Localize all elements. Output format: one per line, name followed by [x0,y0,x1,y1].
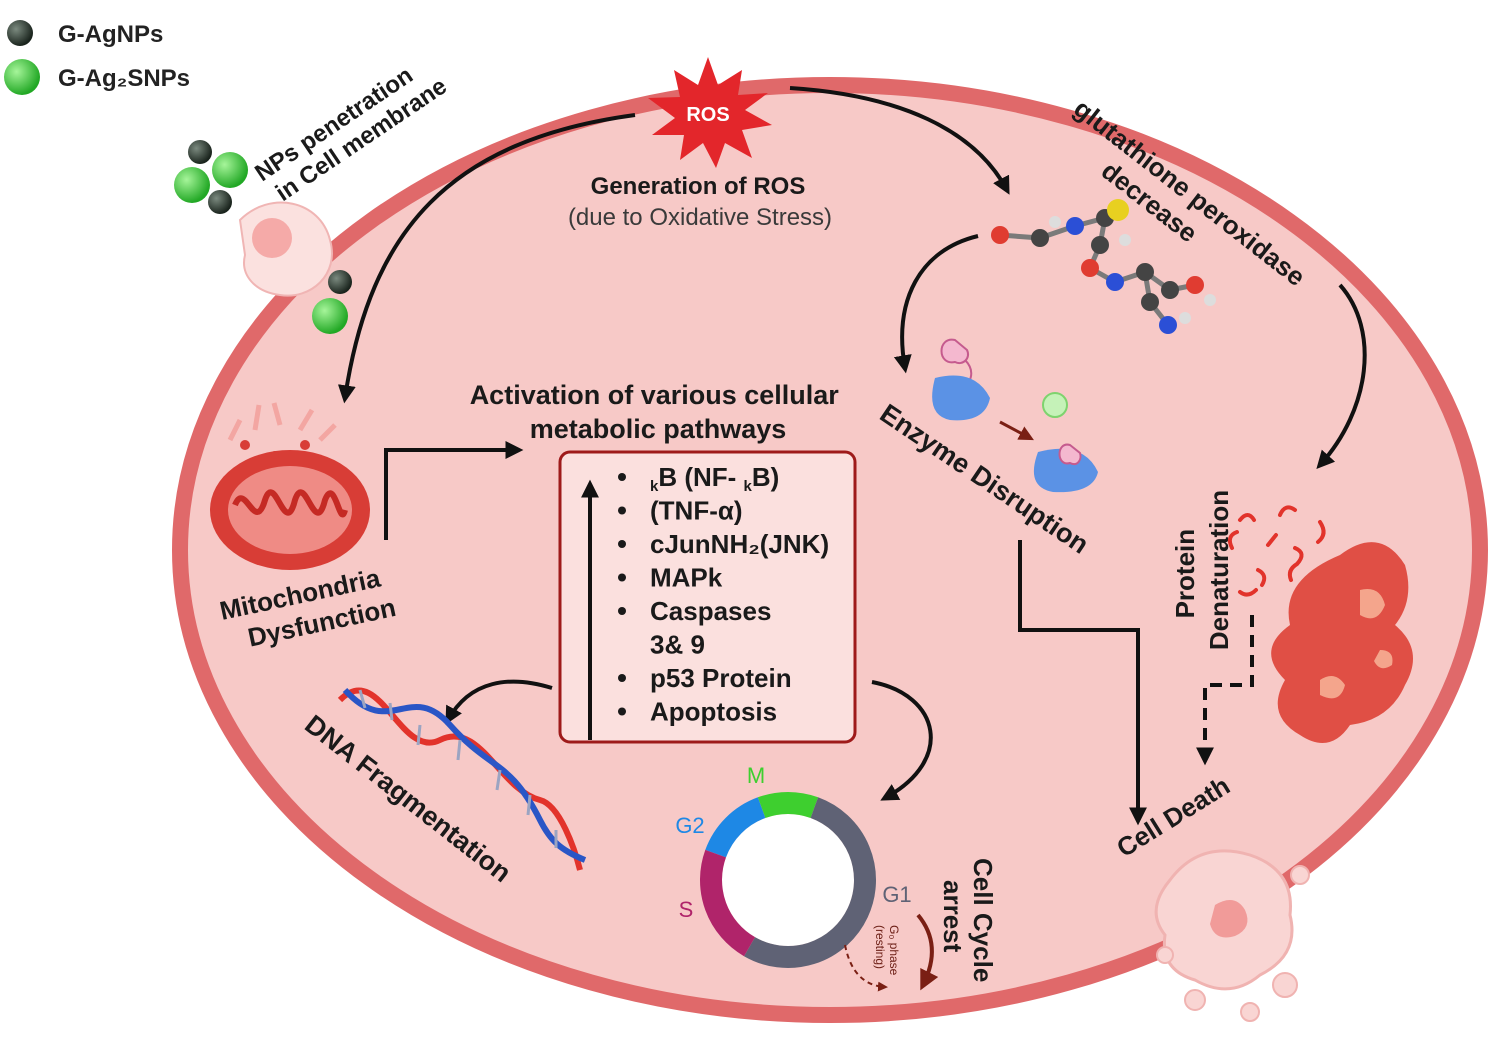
np-green-3 [312,298,348,334]
pathway-item: (TNF-α) [650,496,743,526]
pathway-item: 3& 9 [650,630,705,660]
protein-label: Protein Denaturation [1170,490,1234,650]
pathway-item: kB (NF- kB) [650,462,779,495]
pathway-bullet [618,506,626,515]
protein-line-1: Protein [1170,529,1200,619]
cycle-segment-m [757,792,819,819]
dead-cell-icon [1154,849,1310,1022]
pathway-bullet [618,674,626,682]
vesicle-core [252,218,292,258]
legend-dot-agnps [7,20,33,46]
np-dark-3 [328,270,352,294]
ros-burst-icon [648,57,772,168]
g0-line-2: (resting) [873,925,887,969]
glutathione-molecule-icon [991,199,1216,334]
mitochondria-icon [210,402,370,570]
pathway-bullet [618,707,626,716]
pathway-bullet [618,607,626,615]
legend-label-ag2snps: G-Ag₂SNPs [58,65,190,92]
cell-cycle-ring [700,792,876,968]
phase-label-s: S [679,897,694,922]
arrow-ros-to-glutathione [789,86,1010,195]
cycle-center [722,814,854,946]
g0-arrow-back [916,913,939,991]
pathway-box [558,450,857,744]
pathway-item: MAPk [650,563,723,593]
cell-cycle-line-1: Cell Cycle [968,858,998,982]
g0-arrow-out [844,944,888,992]
cell-cycle-line-2: arrest [938,880,968,953]
legend: G-AgNPs G-Ag₂SNPs [4,20,190,95]
denatured-protein-icon [1227,505,1330,597]
protein-aggregate-highlight [1320,589,1393,699]
pathway-bullet [618,473,626,481]
dna-helix-icon [337,687,587,871]
cycle-segment-s [700,849,756,957]
arrow-glutathione-to-enzyme [893,234,979,374]
legend-dot-ag2snps [4,59,40,95]
pathway-item: Caspases [650,596,771,626]
arrow-glutathione-to-protein [1316,283,1367,469]
arrow-box-to-cellcycle [871,680,933,801]
ros-subtitle: (due to Oxidative Stress) [568,204,832,231]
arrow-enzyme-to-death [1018,540,1147,826]
arrow-ros-to-mito [337,113,636,404]
protein-line-2: Denaturation [1204,490,1234,650]
np-green-1 [174,167,210,203]
ros-title: Generation of ROS [591,173,806,200]
activation-line-2: metabolic pathways [530,414,787,444]
np-dark-1 [188,140,212,164]
enzyme-icon [932,338,1098,493]
g0-label: G₀ phase (resting) [873,925,901,979]
g0-loop: G₀ phase (resting) [844,913,939,992]
cell-cycle-arrest-label: Cell Cycle arrest [938,858,998,990]
ros-badge: ROS [686,104,729,126]
np-green-2 [212,152,248,188]
phase-label-g2: G2 [675,813,704,838]
activation-title: Activation of various cellular metabolic… [470,380,847,444]
pathway-item: Apoptosis [650,697,777,727]
cycle-segment-g2 [705,797,766,858]
cycle-segment-g1 [744,797,876,968]
pathway-item: cJunNH₂(JNK) [650,529,829,559]
g0-line-1: G₀ phase [887,925,901,976]
pathway-list: kB (NF- kB)(TNF-α)cJunNH₂(JNK) MAPkCaspas… [618,462,829,727]
pathway-bullet [618,573,626,582]
phase-label-g1: G1 [882,882,911,907]
activation-line-1: Activation of various cellular [470,380,840,410]
arrow-mito-to-activation [384,441,524,540]
np-dark-2 [208,190,232,214]
ros-node: ROS Generation of ROS (due to Oxidative … [568,57,832,231]
pathway-item: p53 Protein [650,663,792,693]
pathway-bullet [618,540,626,548]
phase-label-m: M [747,763,765,788]
arrow-box-to-dna [445,679,553,725]
legend-label-agnps: G-AgNPs [58,21,163,48]
